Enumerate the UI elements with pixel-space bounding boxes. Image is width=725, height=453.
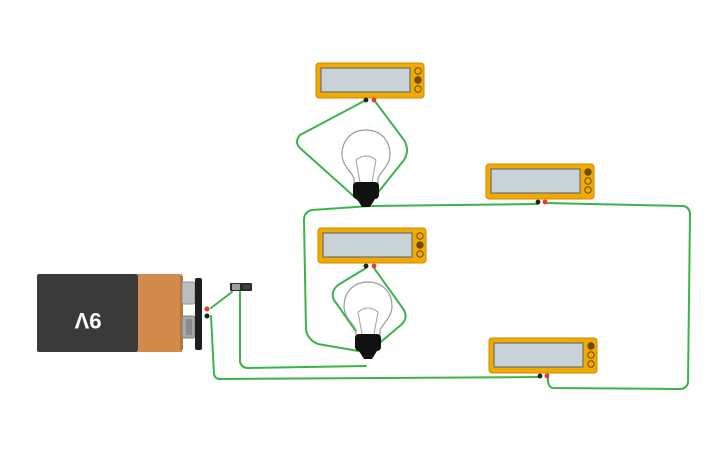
wire-top-meter-right[interactable] [371, 99, 408, 201]
wire-battery-to-switch[interactable] [210, 291, 233, 309]
light-bulb-top[interactable] [341, 129, 391, 207]
battery-pos-lead[interactable] [204, 306, 210, 312]
slide-switch[interactable] [230, 283, 252, 291]
battery-clip [195, 278, 202, 350]
multimeter-right[interactable] [485, 163, 595, 205]
battery-label: 9V [74, 308, 101, 333]
wire-top-bulb-to-right-meter[interactable] [303, 205, 371, 353]
probe-black[interactable] [363, 97, 369, 103]
battery-9v[interactable]: 9V [37, 274, 210, 352]
battery-band [138, 274, 182, 352]
wires [210, 99, 691, 390]
battery-neg-lead[interactable] [204, 313, 210, 319]
battery-terminal-top [181, 281, 196, 305]
switch-slider[interactable] [232, 284, 240, 290]
wire-right-meter-loop[interactable] [544, 202, 691, 390]
probe-black[interactable] [535, 199, 541, 205]
wire-battery-to-bottom-meter[interactable] [210, 315, 541, 380]
probe-red[interactable] [544, 373, 550, 379]
probe-red[interactable] [371, 263, 377, 269]
probe-black[interactable] [537, 373, 543, 379]
probe-red[interactable] [542, 199, 548, 205]
bulb-glass [341, 129, 391, 185]
wire-top-meter-left[interactable] [296, 99, 367, 201]
bulb-base [353, 182, 379, 199]
bulb-glass [343, 281, 393, 337]
probe-black[interactable] [363, 263, 369, 269]
battery-body [37, 274, 138, 352]
multimeter-bottom[interactable] [488, 337, 598, 379]
multimeter-top[interactable] [315, 62, 425, 103]
bulb-base [355, 334, 381, 351]
wire-mid-meter-right[interactable] [373, 267, 407, 347]
wire-mid-meter-left[interactable] [331, 267, 367, 341]
wire-switch-to-bulb[interactable] [239, 291, 367, 369]
multimeter-middle[interactable] [317, 227, 427, 269]
probe-red[interactable] [371, 97, 377, 103]
light-bulb-bottom[interactable] [343, 281, 393, 359]
wire-top-bulb-right[interactable] [371, 203, 539, 207]
